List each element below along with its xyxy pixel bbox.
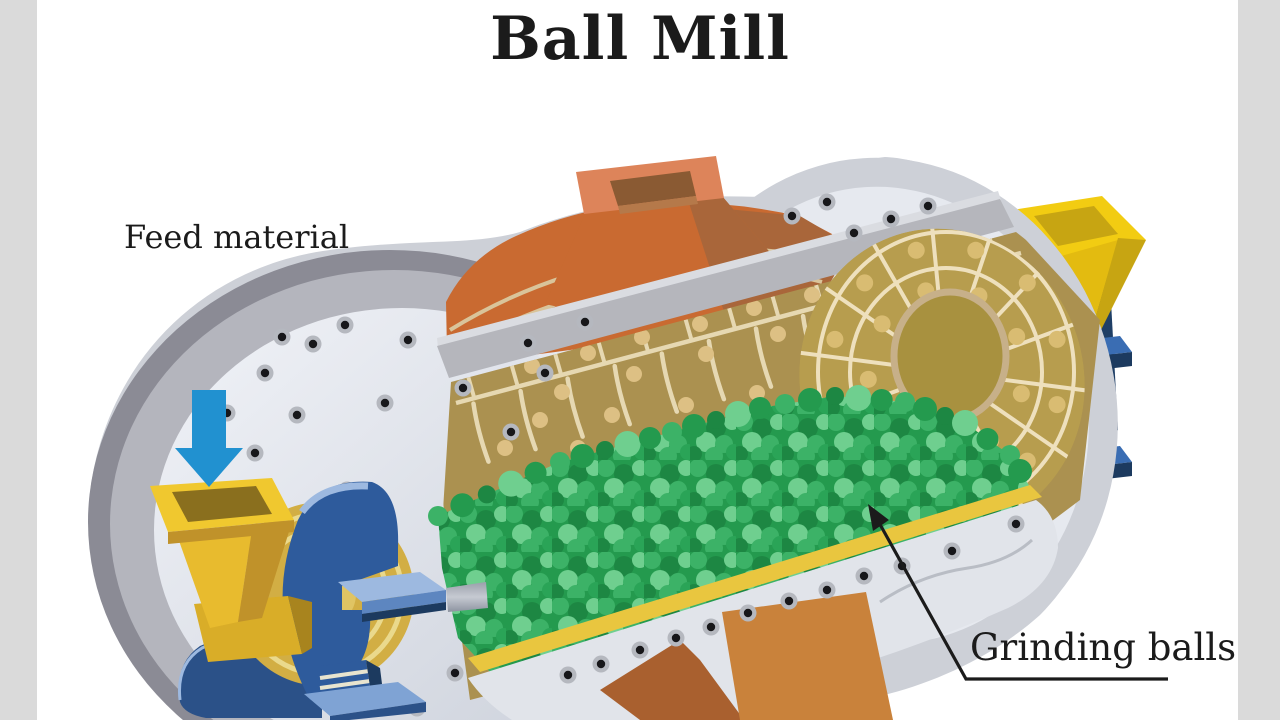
hopper-opening	[172, 486, 272, 522]
discharge-outlet-bottom	[600, 592, 893, 720]
feed-arrow-icon	[175, 390, 243, 487]
feed-material-label: Feed material	[124, 218, 350, 256]
left-border-strip	[0, 0, 37, 720]
feed-hopper-left	[150, 478, 312, 662]
grinding-balls-leader-line	[868, 504, 1168, 681]
grinding-balls-label: Grinding balls	[970, 626, 1237, 669]
leader-arrowhead	[868, 504, 889, 531]
page-title: Ball Mill	[490, 4, 790, 74]
bearing-slab	[338, 572, 446, 622]
cut-strip-yellow	[468, 485, 1042, 672]
right-border-strip	[1238, 0, 1280, 720]
hopper-opening	[610, 171, 696, 206]
grinding-balls-fill	[428, 385, 1032, 672]
pedestal-foot	[304, 660, 426, 720]
trunnion-shaft	[446, 582, 488, 612]
ball-top-bumps	[428, 385, 1032, 526]
